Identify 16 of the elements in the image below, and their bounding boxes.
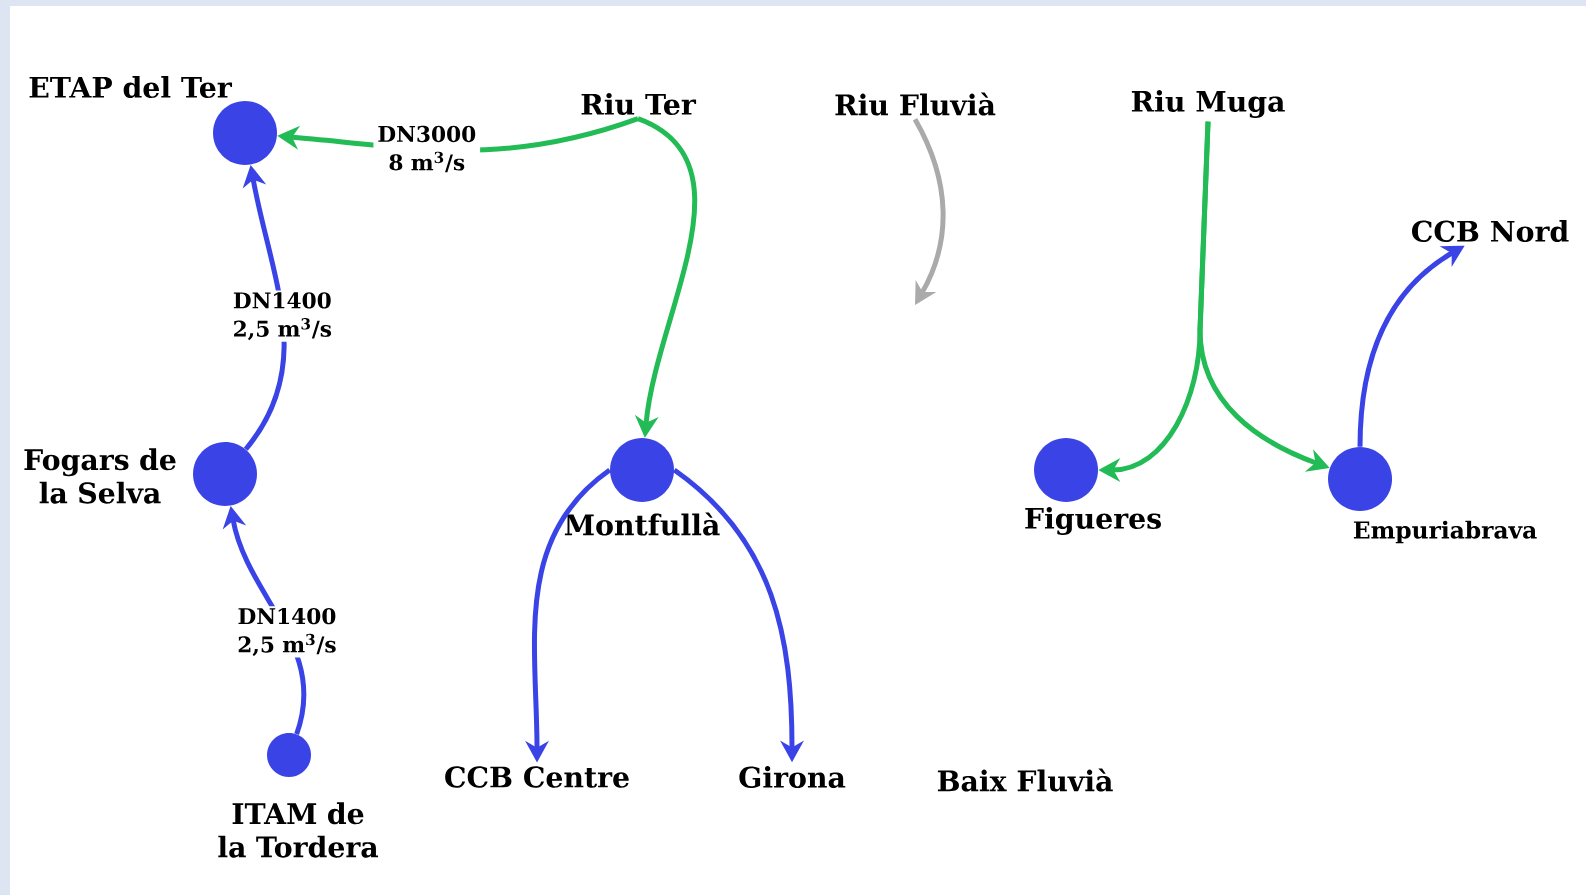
edge-label: DN1400 2,5 m$^{3}$/s <box>233 606 341 658</box>
place-label: Riu Ter <box>581 93 697 115</box>
place-label: Figueres <box>1025 507 1161 535</box>
place-label: CCB Centre <box>445 766 629 788</box>
place-label: ITAM de la Tordera <box>218 802 379 858</box>
place-label: Riu Muga <box>1131 90 1285 118</box>
edge-label: DN3000 8 m$^{3}$/s <box>373 124 481 174</box>
place-label: Fogars de la Selva <box>24 448 176 504</box>
edge-label: DN1400 2,5 m$^{3}$/s <box>228 290 336 342</box>
place-label: Empuriabrava <box>1353 520 1537 544</box>
place-label: CCB Nord <box>1412 220 1569 242</box>
place-label: Baix Fluvià <box>937 768 1113 792</box>
place-label: Girona <box>739 766 846 788</box>
place-label: ETAP del Ter <box>29 76 233 98</box>
place-label: Montfullà <box>564 512 720 536</box>
place-label: Riu Fluvià <box>835 92 996 116</box>
